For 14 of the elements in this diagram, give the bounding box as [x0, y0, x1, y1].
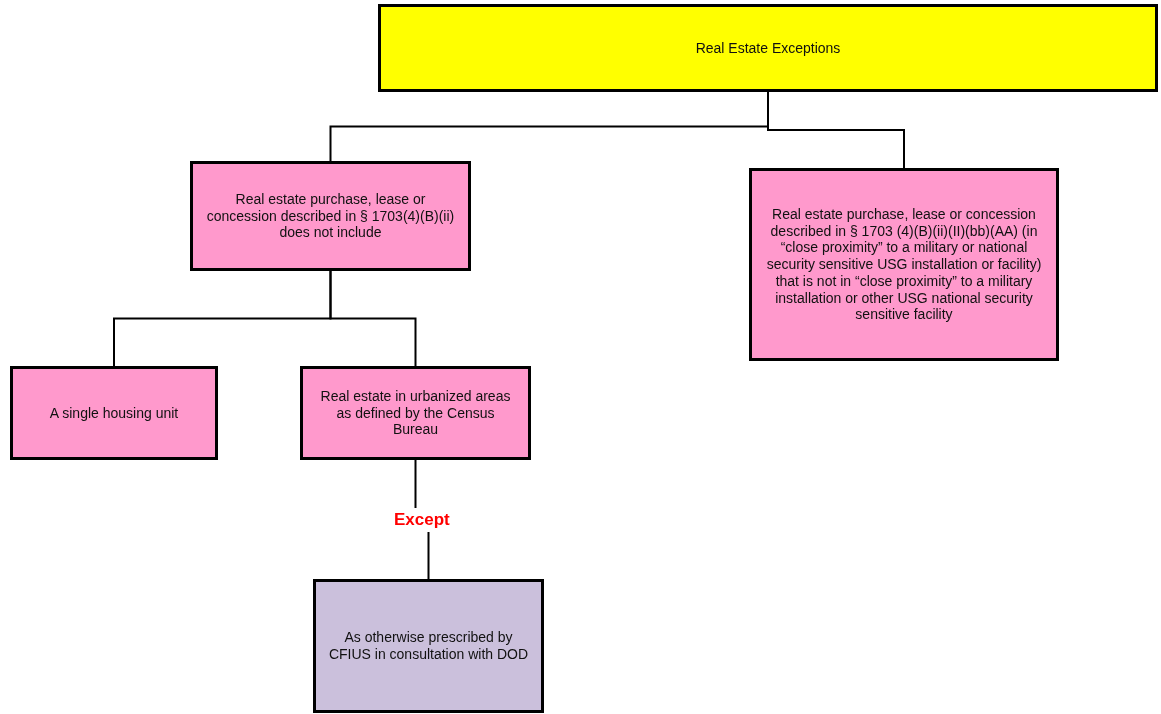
node-text: As otherwise prescribed by CFIUS in consultation with DOD	[327, 629, 530, 663]
process-box	[10, 366, 218, 460]
node-text: Real estate in urbanized areas as defined by the Census Bureau	[319, 387, 512, 439]
process-box	[190, 161, 471, 271]
node-text: A single housing unit	[49, 404, 179, 422]
connector-line	[329, 270, 417, 367]
process-box	[300, 366, 531, 460]
process-box	[749, 168, 1059, 361]
process-box	[313, 579, 544, 713]
connector-line	[767, 91, 905, 169]
node-text: Real estate purchase, lease or concession described in § 1703(4)(B)(ii) does not include	[205, 190, 456, 242]
node-text: Real estate purchase, lease or concession described in § 1703 (4)(B)(ii)(II)(bb)(AA) (in “close proximity” to a military or national security sensitive USG installation or facility) that is not in “close proximity” to a military installation or other USG national security sensitive facility	[765, 205, 1043, 324]
title-box	[378, 4, 1158, 92]
node-text: Real Estate Exceptions	[695, 39, 841, 57]
